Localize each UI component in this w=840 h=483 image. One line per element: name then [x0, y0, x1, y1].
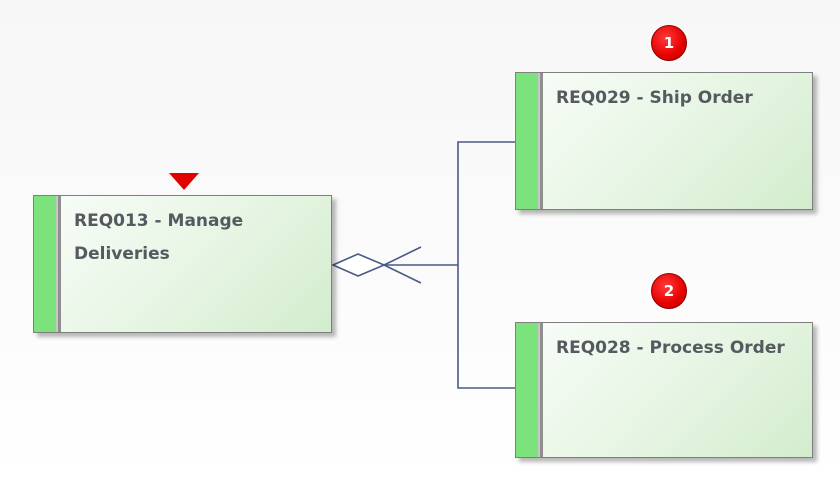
requirement-req013[interactable]: REQ013 - Manage Deliveries [33, 195, 332, 333]
number-badge-2: 2 [651, 273, 687, 309]
requirement-req029[interactable]: REQ029 - Ship Order [515, 72, 813, 210]
requirement-stripe [516, 323, 540, 457]
requirement-label: REQ028 - Process Order [556, 338, 785, 358]
requirement-label: REQ029 - Ship Order [556, 88, 753, 108]
requirement-stripe [516, 73, 540, 209]
number-badge-1: 1 [651, 25, 687, 61]
requirement-stripe [34, 196, 58, 332]
selection-marker-icon [169, 173, 199, 190]
aggregation-connector[interactable] [331, 141, 515, 389]
requirement-label: REQ013 - Manage Deliveries [74, 211, 244, 264]
aggregation-diamond-icon [331, 253, 387, 277]
connector-to-req028[interactable] [457, 265, 515, 389]
requirement-req028[interactable]: REQ028 - Process Order [515, 322, 813, 458]
connector-to-req029[interactable] [457, 141, 515, 265]
